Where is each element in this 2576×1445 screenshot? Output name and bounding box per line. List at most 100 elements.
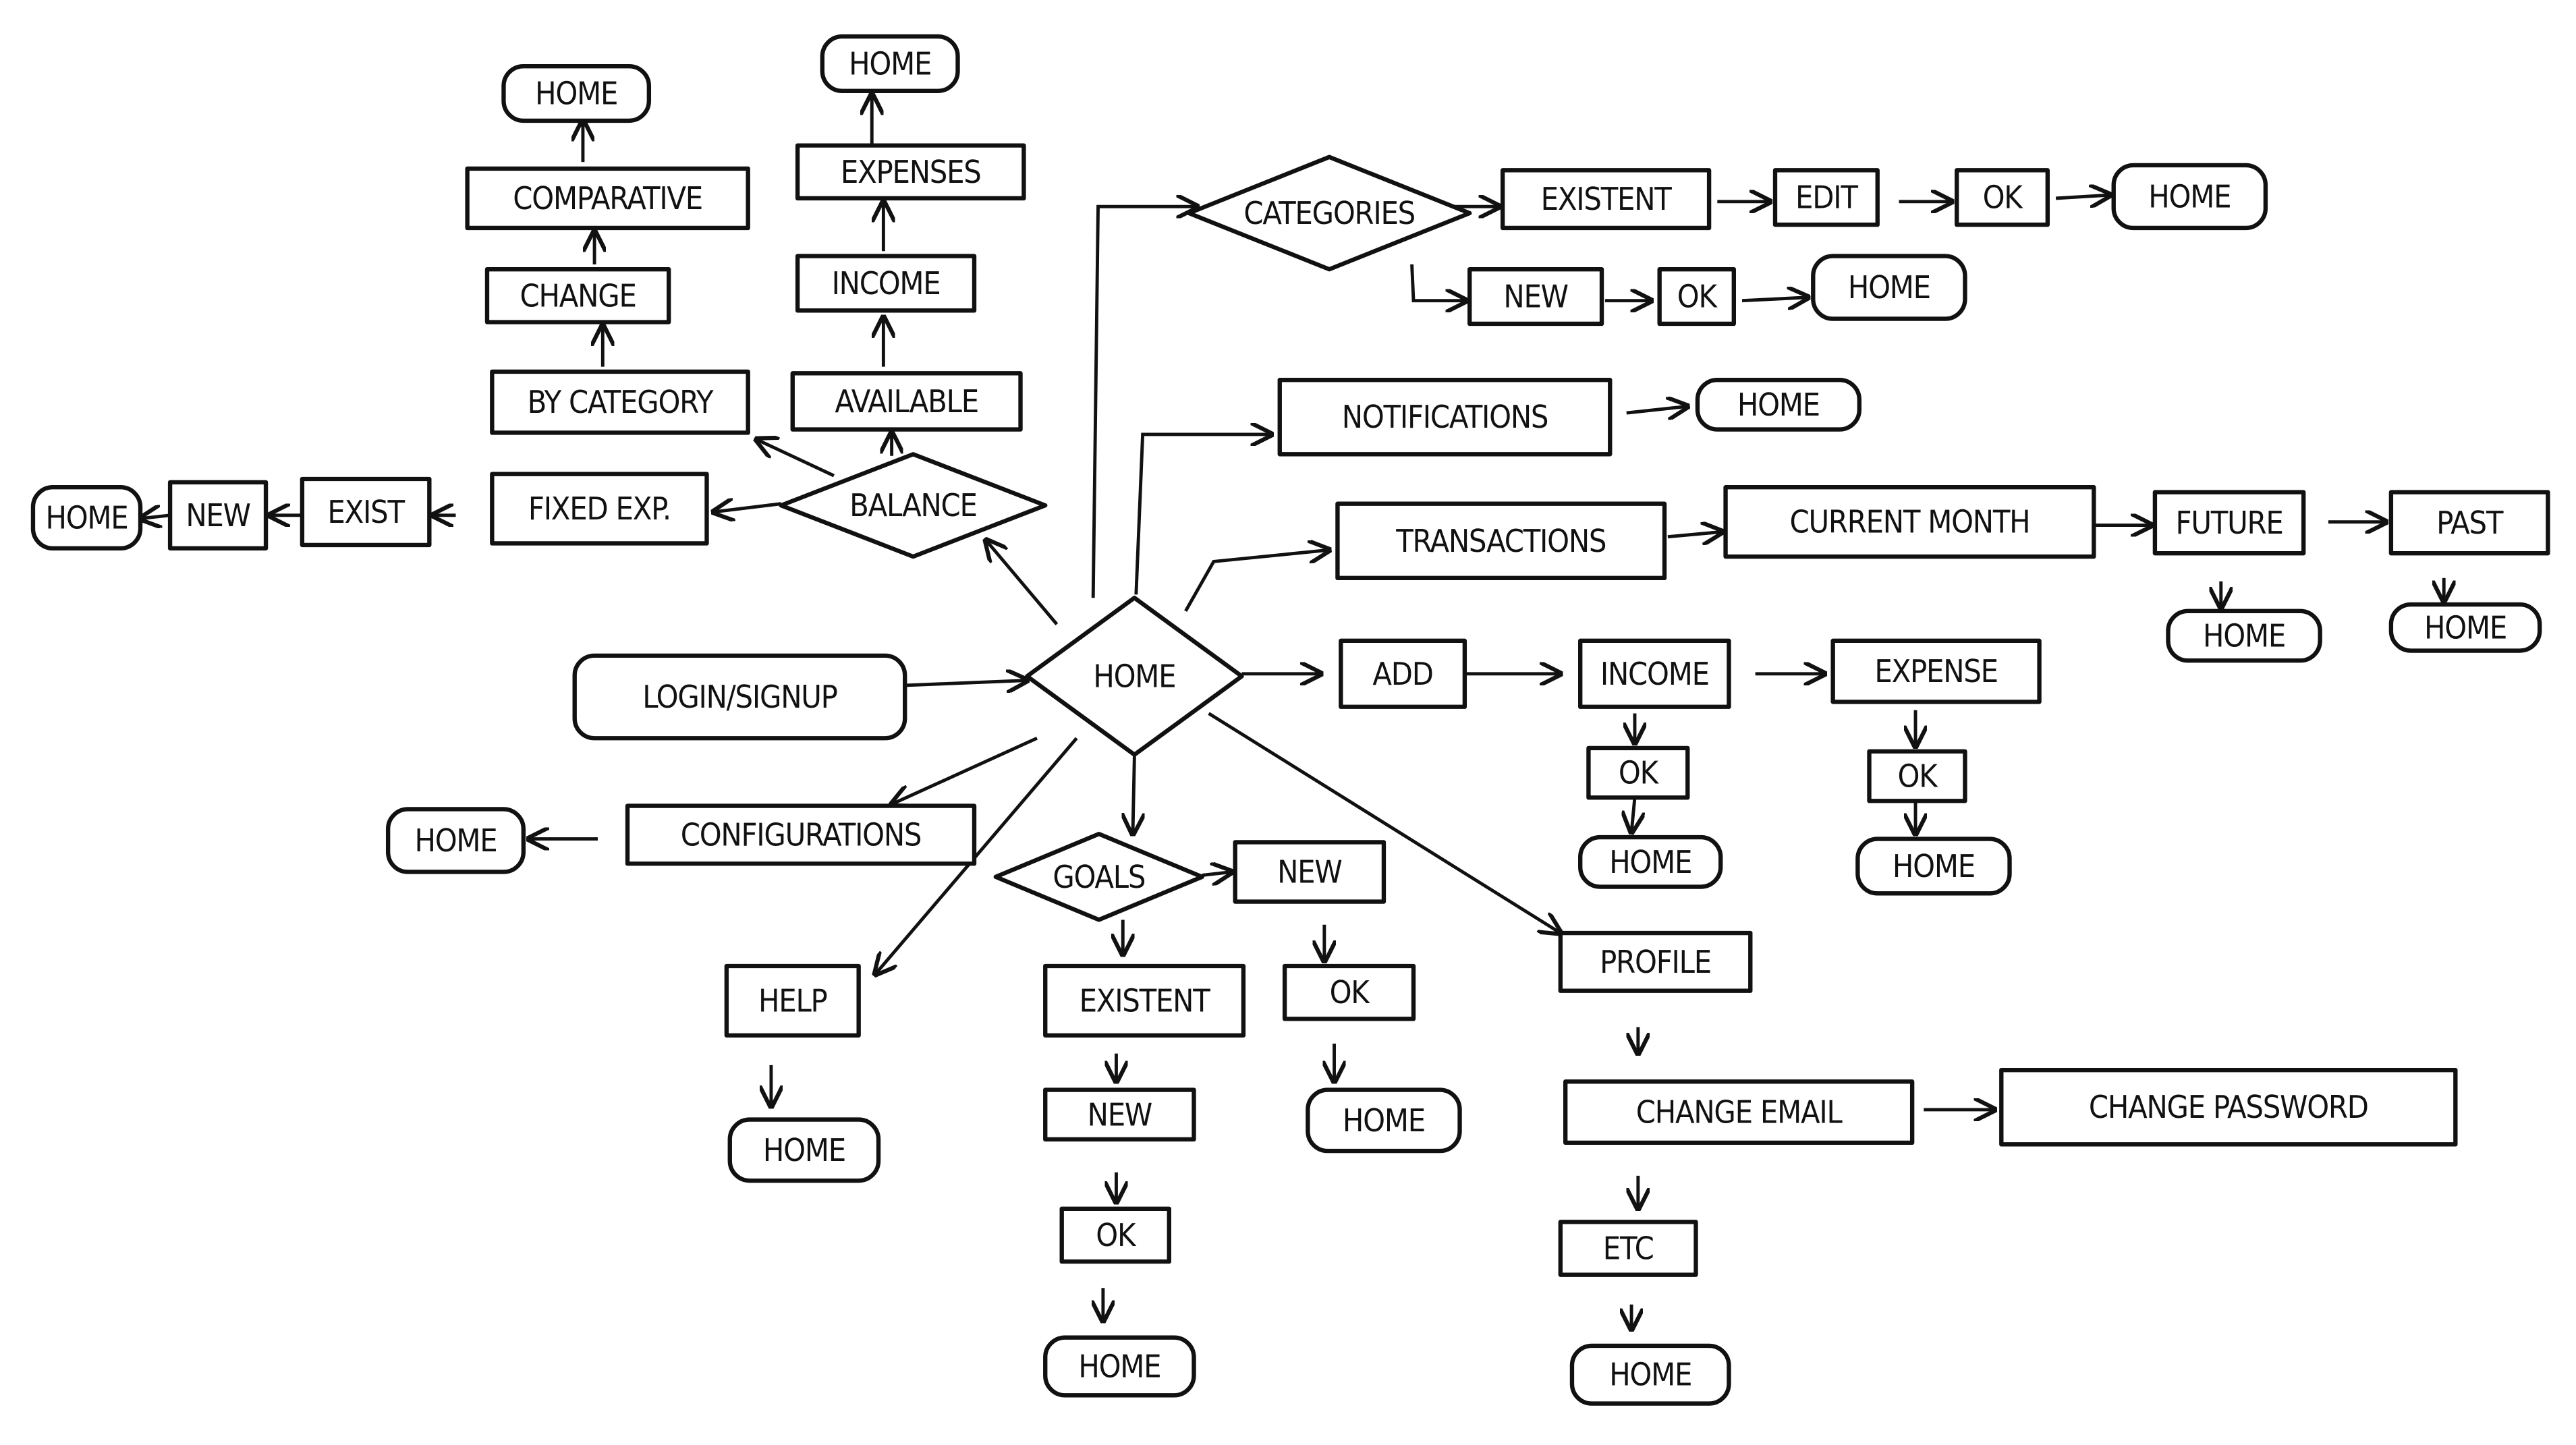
process-box: [2152, 490, 2306, 556]
terminal-rounded-box: [572, 653, 907, 741]
terminal-rounded-box: [2388, 602, 2542, 653]
node-label: NOTIFICATIONS: [1342, 399, 1548, 435]
node-label: HOME: [1343, 1102, 1425, 1139]
node-fixed-exist: EXIST: [300, 476, 432, 548]
node-help: HELP: [724, 963, 861, 1038]
node-label: EXISTENT: [1080, 982, 1211, 1019]
node-label: HOME: [2424, 609, 2507, 646]
node-bal-home2: HOME: [820, 34, 960, 94]
node-label: EDIT: [1795, 179, 1858, 216]
process-box: [1339, 638, 1467, 709]
process-box: [2388, 490, 2550, 556]
node-expense-home: HOME: [1855, 837, 2012, 896]
node-label: PROFILE: [1600, 944, 1711, 980]
node-login: LOGIN/SIGNUP: [572, 653, 907, 741]
process-box: [1467, 266, 1604, 327]
node-goals-new: NEW: [1233, 840, 1387, 904]
node-fixed-exp: FIXED EXP.: [490, 472, 709, 546]
node-categories: CATEGORIES: [1186, 154, 1472, 272]
node-goals-ex-new: NEW: [1043, 1087, 1196, 1142]
terminal-rounded-box: [30, 485, 143, 550]
terminal-rounded-box: [1043, 1335, 1196, 1398]
node-current-month: CURRENT MONTH: [1723, 485, 2096, 559]
node-label: EXPENSES: [841, 154, 981, 190]
process-box: [1233, 840, 1387, 904]
arrow-connector: [1134, 434, 1272, 595]
process-box: [1830, 638, 2042, 704]
node-goals-new-ok: OK: [1282, 963, 1416, 1021]
arrow-connector: [756, 439, 835, 478]
decision-diamond: [1186, 154, 1472, 272]
node-label: PAST: [2436, 505, 2504, 541]
node-label: BALANCE: [849, 487, 977, 523]
node-etc: ETC: [1558, 1220, 1698, 1277]
node-add: ADD: [1339, 638, 1467, 709]
node-by-category: BY CATEGORY: [490, 369, 750, 435]
node-change: CHANGE: [484, 266, 671, 324]
process-box: [1723, 485, 2096, 559]
node-label: OK: [1619, 755, 1660, 791]
node-label: CHANGE EMAIL: [1636, 1094, 1843, 1131]
node-label: EXISTENT: [1541, 181, 1673, 217]
node-label: EXPENSE: [1874, 653, 1997, 689]
node-add-expense: EXPENSE: [1830, 638, 2042, 704]
node-label: HOME: [763, 1132, 845, 1168]
node-label: COMPARATIVE: [513, 180, 702, 217]
node-label: CONFIGURATIONS: [681, 816, 922, 853]
node-profile-home: HOME: [1569, 1343, 1731, 1406]
arrow-connector: [1133, 756, 1134, 834]
node-expense-ok: OK: [1867, 749, 1967, 803]
node-available: AVAILABLE: [790, 371, 1023, 432]
node-label: OK: [1983, 179, 2024, 216]
node-label: HOME: [2148, 178, 2231, 215]
process-box: [1282, 963, 1416, 1021]
node-label: LOGIN/SIGNUP: [642, 679, 837, 715]
node-balance: BALANCE: [779, 452, 1048, 559]
terminal-rounded-box: [1306, 1087, 1462, 1154]
process-box: [1586, 745, 1690, 800]
node-bal-home1: HOME: [501, 63, 652, 123]
node-cat-new: NEW: [1467, 266, 1604, 327]
node-past: PAST: [2388, 490, 2550, 556]
node-income-ok: OK: [1586, 745, 1690, 800]
decision-diamond: [1025, 596, 1244, 757]
terminal-rounded-box: [820, 34, 960, 94]
node-label: HOME: [849, 45, 931, 82]
node-cat-edit: EDIT: [1772, 168, 1880, 227]
node-notifications: NOTIFICATIONS: [1277, 377, 1613, 457]
node-cat-home1: HOME: [2111, 163, 2268, 231]
process-box: [1558, 1220, 1698, 1277]
node-label: AVAILABLE: [835, 383, 978, 420]
node-configurations: CONFIGURATIONS: [625, 803, 977, 866]
node-label: NEW: [1277, 853, 1341, 890]
arrow-connector: [140, 515, 171, 519]
node-label: EXIST: [327, 494, 405, 530]
terminal-rounded-box: [1569, 1343, 1731, 1406]
decision-diamond: [779, 452, 1048, 559]
node-label: BY CATEGORY: [528, 384, 714, 420]
node-fixed-home: HOME: [30, 485, 143, 550]
node-goals-ex-ok: OK: [1059, 1206, 1171, 1264]
process-box: [795, 254, 977, 313]
node-future: FUTURE: [2152, 490, 2306, 556]
node-label: NEW: [186, 497, 250, 534]
node-label: CHANGE: [520, 277, 636, 314]
node-label: NEW: [1503, 279, 1567, 315]
node-notif-home: HOME: [1695, 377, 1861, 432]
node-cat-ok: OK: [1955, 168, 2050, 227]
node-label: INCOME: [832, 265, 941, 302]
node-label: CATEGORIES: [1243, 195, 1415, 231]
process-box: [795, 143, 1026, 201]
node-bal-income: INCOME: [795, 254, 977, 313]
node-goals-existent: EXISTENT: [1043, 963, 1246, 1038]
process-box: [1772, 168, 1880, 227]
process-box: [1043, 1087, 1196, 1142]
process-box: [1657, 266, 1736, 327]
node-label: HOME: [535, 76, 617, 112]
node-label: INCOME: [1600, 656, 1709, 692]
node-label: FUTURE: [2176, 505, 2283, 541]
node-label: NEW: [1088, 1096, 1152, 1133]
node-help-home: HOME: [727, 1117, 881, 1183]
node-change-password: CHANGE PASSWORD: [1999, 1068, 2458, 1147]
node-change-email: CHANGE EMAIL: [1563, 1079, 1915, 1145]
